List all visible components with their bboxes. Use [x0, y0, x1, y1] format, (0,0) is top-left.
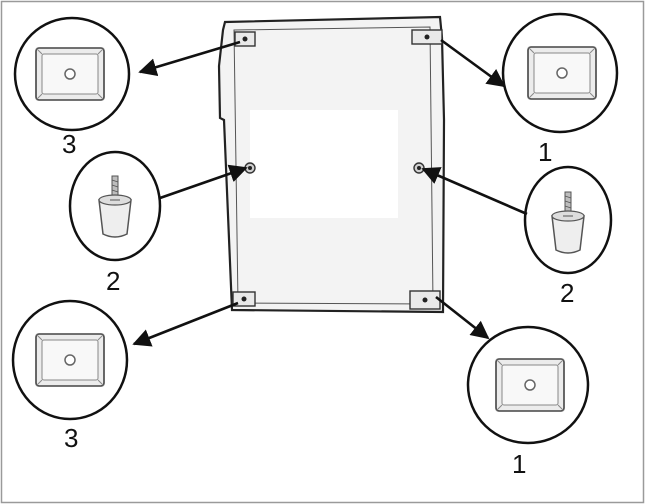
- panel-pad-bottom-left: [232, 291, 256, 307]
- callout-bottom-right-pad: [466, 325, 590, 445]
- callout-top-left-pad: [13, 16, 131, 132]
- label-bottom-left-pad: 3: [64, 423, 78, 453]
- panel-foot-hole-left: [244, 162, 256, 174]
- label-top-right-pad: 1: [538, 137, 552, 167]
- callout-bottom-left-pad: [11, 299, 129, 421]
- panel-pad-top-right: [411, 29, 443, 45]
- label-bottom-right-pad: 1: [512, 449, 526, 479]
- arrow-left-foot: [159, 164, 248, 200]
- callout-right-leveling-foot: [523, 165, 613, 275]
- label-top-left-pad: 3: [62, 129, 76, 159]
- panel-foot-hole-right: [413, 162, 425, 174]
- arrow-right-foot: [421, 167, 528, 216]
- label-left-leveling-foot: 2: [106, 266, 120, 296]
- panel-pad-bottom-right: [409, 290, 441, 310]
- appliance-bottom-panel: [217, 15, 446, 314]
- callout-top-right-pad: [501, 12, 619, 134]
- label-right-leveling-foot: 2: [560, 278, 574, 308]
- arrow-bottom-left: [132, 301, 239, 347]
- arrow-top-left: [138, 40, 241, 77]
- arrow-bottom-right: [435, 295, 490, 340]
- callout-left-leveling-foot: [68, 150, 162, 262]
- arrow-top-right: [440, 38, 506, 88]
